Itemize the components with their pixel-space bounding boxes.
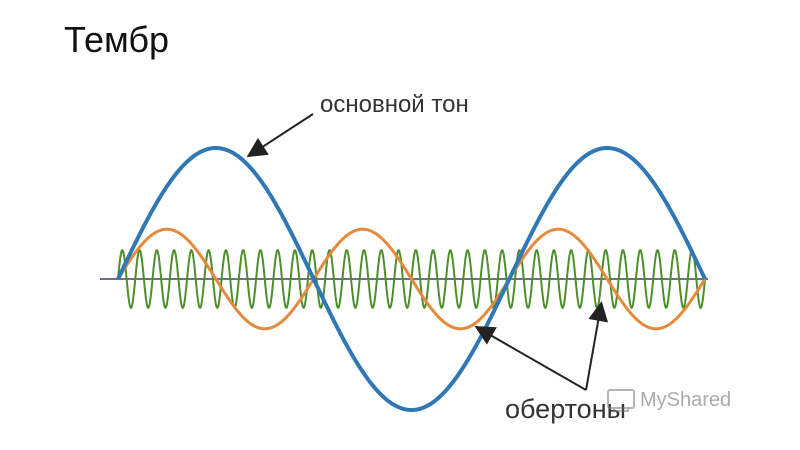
overtone-arrow-left: [474, 326, 587, 391]
overtone-wave: [116, 227, 707, 331]
slide-title: Тембр: [64, 19, 169, 60]
watermark: MyShared: [606, 388, 731, 412]
fundamental-arrow: [246, 113, 314, 158]
watermark-logo-icon: [607, 389, 635, 412]
overtone-arrow-right: [585, 301, 609, 391]
fundamental-label: основной тон: [320, 91, 469, 118]
overtones-label: обертоны: [505, 394, 626, 424]
watermark-text: MyShared: [640, 388, 732, 411]
fundamental-wave: [116, 146, 707, 412]
